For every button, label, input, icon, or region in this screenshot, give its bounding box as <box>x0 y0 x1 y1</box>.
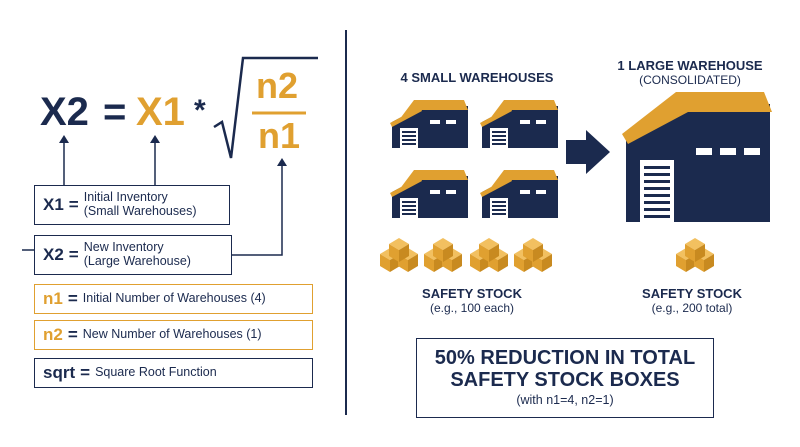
small-warehouse-icon <box>390 100 468 148</box>
box-stack-icon <box>424 238 462 272</box>
formula-x1: X1 <box>136 90 185 134</box>
arrow-right-icon <box>566 130 610 174</box>
large-warehouse-icon <box>622 92 772 222</box>
formula-x2: X2 <box>40 90 89 134</box>
box-stack-icon <box>470 238 508 272</box>
formula-panel: X2 = X1 * n2 n1 X1= Initial Inventory(Sm… <box>0 0 340 447</box>
result-note: (with n1=4, n2=1) <box>516 393 614 407</box>
arrow-up-icon <box>150 135 160 143</box>
formula-lines <box>22 56 318 256</box>
arrow-up-icon <box>59 135 69 143</box>
large-warehouse-title: 1 LARGE WAREHOUSE (CONSOLIDATED) <box>617 58 763 87</box>
legend-n2: n2= New Number of Warehouses (1) <box>34 320 313 350</box>
formula-n2: n2 <box>256 65 299 106</box>
box-stack-icon <box>676 238 714 272</box>
result-box: 50% REDUCTION IN TOTAL SAFETY STOCK BOXE… <box>416 338 714 418</box>
result-line-2: SAFETY STOCK BOXES <box>450 369 680 391</box>
legend-x1: X1= Initial Inventory(Small Warehouses) <box>34 185 230 225</box>
result-line-1: 50% REDUCTION IN TOTAL <box>434 347 696 369</box>
arrow-up-icon <box>277 158 287 166</box>
small-warehouses-title: 4 SMALL WAREHOUSES <box>400 70 554 85</box>
sqrt-sign <box>213 56 318 159</box>
small-warehouse-icon <box>480 100 558 148</box>
formula-equals: = <box>103 90 127 134</box>
legend-x2: X2= New Inventory(Large Warehouse) <box>34 235 232 275</box>
legend-sqrt: sqrt= Square Root Function <box>34 358 313 388</box>
legend-n1: n1= Initial Number of Warehouses (4) <box>34 284 313 314</box>
box-stack-icon <box>514 238 552 272</box>
large-safety-stock: SAFETY STOCK (e.g., 200 total) <box>642 286 742 315</box>
formula-times: * <box>194 94 206 127</box>
small-warehouse-icon <box>480 170 558 218</box>
divider <box>345 30 347 415</box>
box-stack-icon <box>380 238 418 272</box>
small-safety-stock: SAFETY STOCK (e.g., 100 each) <box>422 286 522 315</box>
small-warehouse-icon <box>390 170 468 218</box>
formula-n1: n1 <box>258 115 301 156</box>
